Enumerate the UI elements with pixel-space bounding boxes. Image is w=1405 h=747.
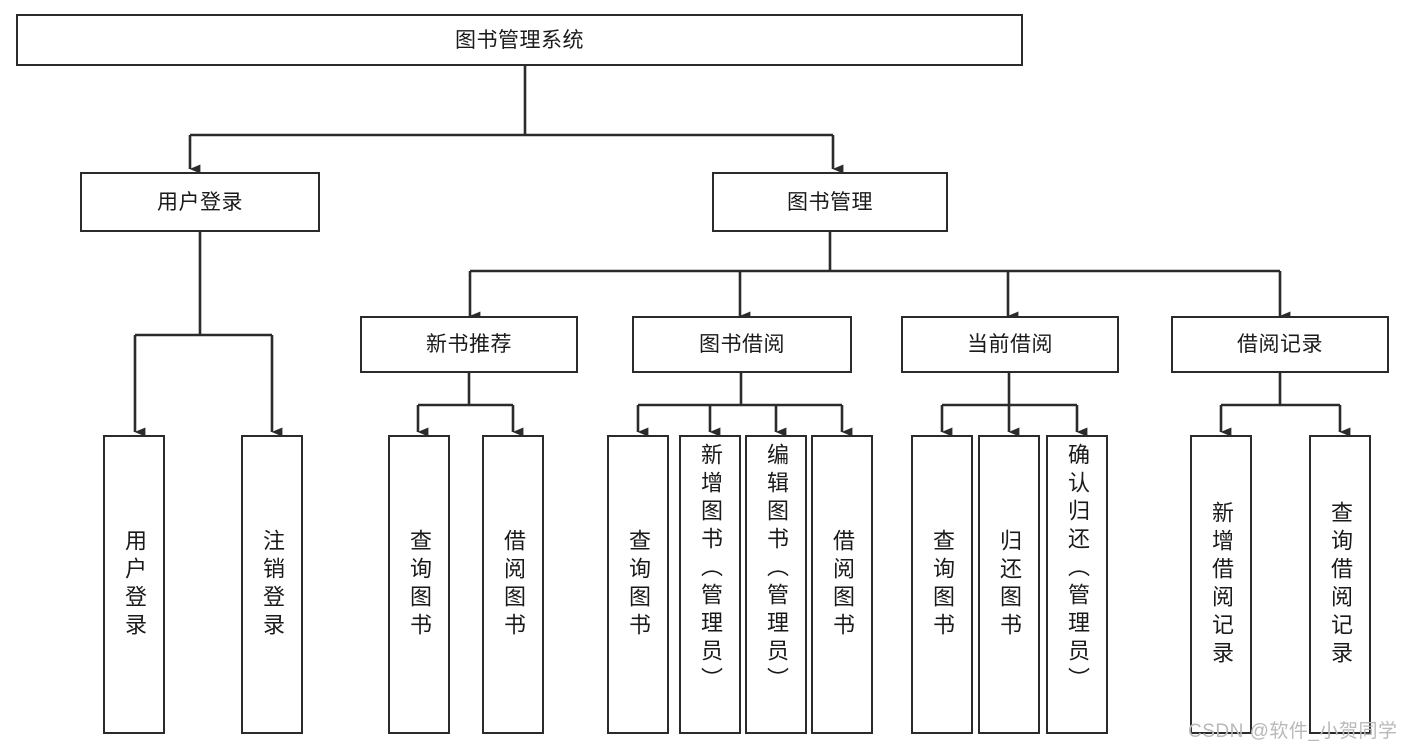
leaf-query-book-recommend-label: 查询图书 [407,528,432,641]
leaf-borrow-book-borrow-label: 借阅图书 [830,528,855,641]
leaf-user-login-label: 用户登录 [122,528,147,641]
node-current-borrow[interactable]: 当前借阅 [901,316,1119,373]
node-user-login[interactable]: 用户登录 [80,172,320,232]
node-book-management[interactable]: 图书管理 [712,172,948,232]
leaf-borrow-book-borrow[interactable]: 借阅图书 [811,435,873,734]
leaf-user-login[interactable]: 用户登录 [103,435,165,734]
leaf-add-borrow-record[interactable]: 新增借阅记录 [1190,435,1252,734]
leaf-confirm-return-admin-label: 确认归还（管理员） [1065,443,1090,695]
leaf-query-book-borrow[interactable]: 查询图书 [607,435,669,734]
leaf-add-book-admin-label: 新增图书（管理员） [698,443,723,695]
leaf-query-book-borrow-label: 查询图书 [626,528,651,641]
leaf-query-borrow-record-label: 查询借阅记录 [1328,500,1353,669]
leaf-logout-login-label: 注销登录 [260,528,285,641]
watermark: CSDN @软件_小贺同学 [1188,716,1397,743]
node-root-label: 图书管理系统 [455,28,584,52]
node-book-borrow[interactable]: 图书借阅 [632,316,852,373]
leaf-add-book-admin[interactable]: 新增图书（管理员） [679,435,741,734]
node-root[interactable]: 图书管理系统 [16,14,1023,66]
leaf-query-book-recommend[interactable]: 查询图书 [388,435,450,734]
leaf-confirm-return-admin[interactable]: 确认归还（管理员） [1046,435,1108,734]
node-book-borrow-label: 图书借阅 [699,333,785,356]
leaf-borrow-book-recommend-label: 借阅图书 [501,528,526,641]
node-new-book-recommend-label: 新书推荐 [426,333,512,356]
leaf-return-book[interactable]: 归还图书 [978,435,1040,734]
leaf-borrow-book-recommend[interactable]: 借阅图书 [482,435,544,734]
leaf-edit-book-admin-label: 编辑图书（管理员） [764,443,789,695]
node-borrow-record-label: 借阅记录 [1237,333,1323,356]
leaf-edit-book-admin[interactable]: 编辑图书（管理员） [745,435,807,734]
leaf-query-book-current[interactable]: 查询图书 [911,435,973,734]
leaf-return-book-label: 归还图书 [997,528,1022,641]
node-book-management-label: 图书管理 [787,190,873,214]
leaf-query-book-current-label: 查询图书 [930,528,955,641]
node-current-borrow-label: 当前借阅 [967,333,1053,356]
node-user-login-label: 用户登录 [157,190,243,214]
node-new-book-recommend[interactable]: 新书推荐 [360,316,578,373]
leaf-logout-login[interactable]: 注销登录 [241,435,303,734]
watermark-text: CSDN @软件_小贺同学 [1188,721,1398,742]
node-borrow-record[interactable]: 借阅记录 [1171,316,1389,373]
leaf-query-borrow-record[interactable]: 查询借阅记录 [1309,435,1371,734]
leaf-add-borrow-record-label: 新增借阅记录 [1209,500,1234,669]
